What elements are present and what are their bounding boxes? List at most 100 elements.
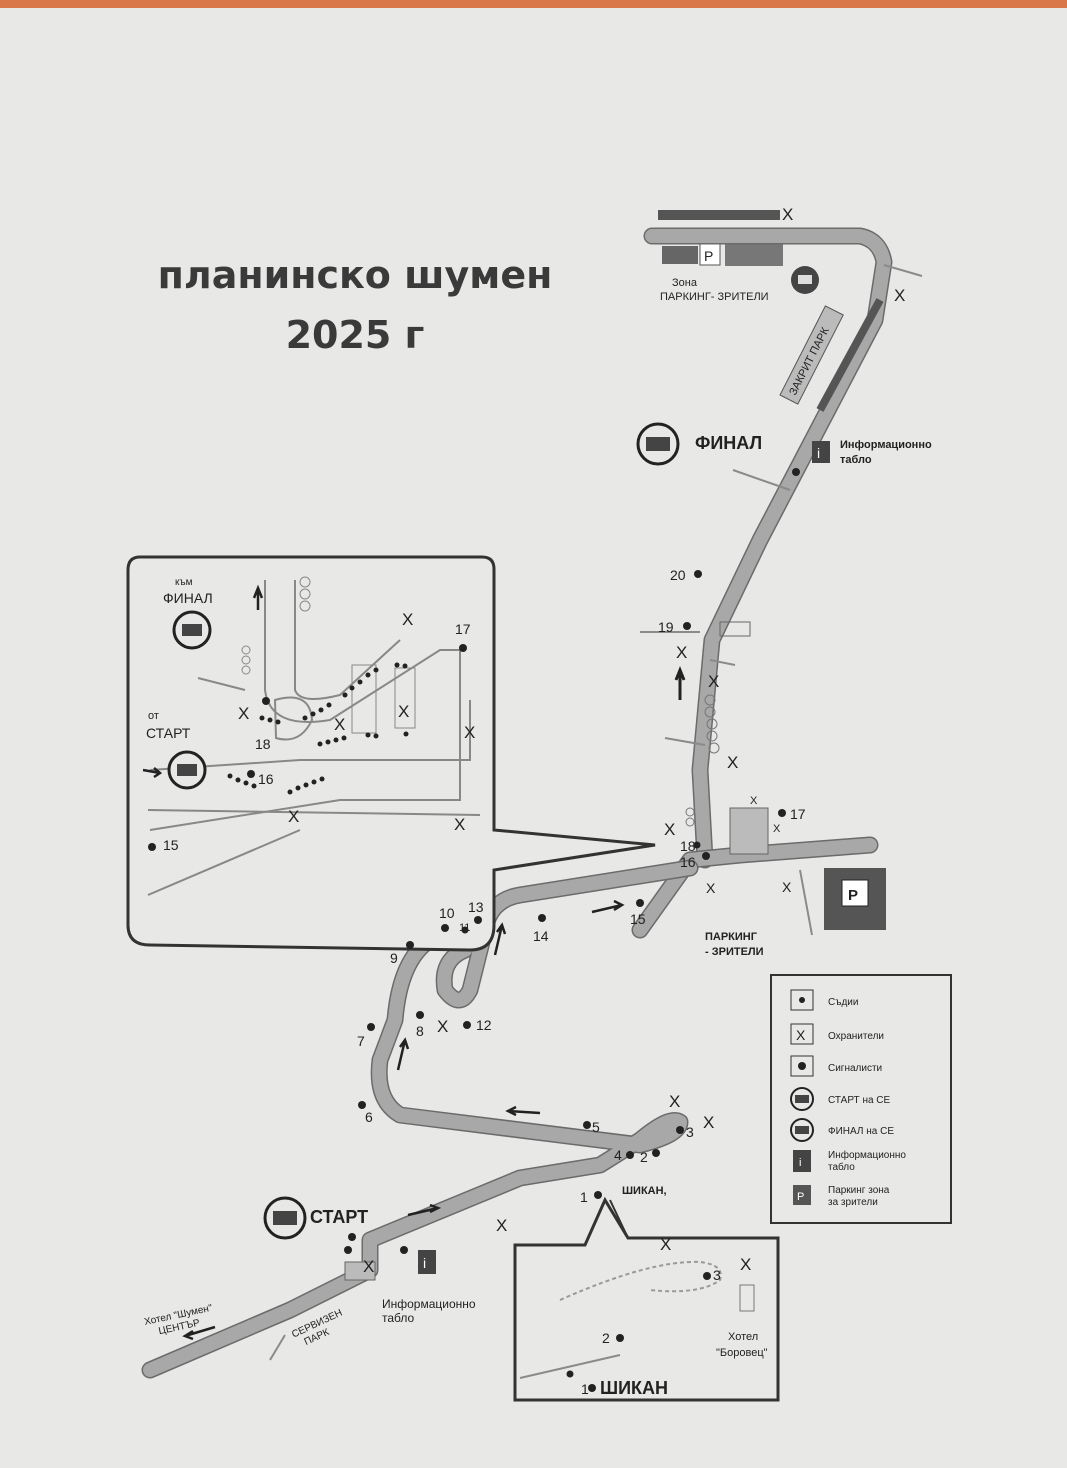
- signal-dot-6: [358, 1101, 366, 1109]
- inset-from-start-line2: СТАРТ: [146, 725, 191, 741]
- service-road: [269, 1334, 286, 1361]
- inset-point-17: 17: [455, 621, 471, 637]
- inset-from-start-line1: от: [148, 710, 159, 722]
- parking-zone-line2: ПАРКИНГ- ЗРИТЕЛИ: [660, 291, 769, 303]
- chicane-building: [739, 1284, 755, 1312]
- legend: Съдии X Охранители Сигналисти СТАРТ на С…: [770, 974, 952, 1224]
- hotel-borovets-line2: "Боровец": [716, 1347, 768, 1359]
- inset-signal-16: [247, 770, 255, 778]
- info-letter-top: i: [817, 445, 820, 461]
- inset-guard-3: X: [334, 715, 345, 734]
- point-8: 8: [416, 1023, 424, 1039]
- chicane-small-label: ШИКАН,: [622, 1185, 667, 1197]
- chicane-signal-1: [588, 1384, 596, 1392]
- legend-info-letter: i: [799, 1157, 801, 1169]
- guard-3b: X: [703, 1113, 714, 1132]
- info-letter-start: i: [423, 1255, 426, 1271]
- junction-road: [633, 838, 877, 937]
- inset-signal-17: [459, 644, 467, 652]
- signal-dot-15: [636, 899, 644, 907]
- judge-icon-start-1: [348, 1233, 356, 1241]
- info-board-top-line2: табло: [840, 454, 872, 466]
- info-board-icon-start: [418, 1250, 436, 1274]
- inset-building-1: [351, 664, 377, 734]
- point-17: 17: [790, 806, 806, 822]
- guard-junction-3: X: [782, 879, 792, 895]
- signal-dot-5: [583, 1121, 591, 1129]
- inset-point-16: 16: [258, 771, 274, 787]
- start-flag-shape: [273, 1211, 297, 1225]
- signal-dot-11: [461, 926, 469, 934]
- inset-guard-5: X: [464, 723, 475, 742]
- inset-guard-1: X: [402, 610, 413, 629]
- signal-dot-3: [676, 1126, 684, 1134]
- legend-start-flag-shape: [795, 1095, 809, 1103]
- point-15: 15: [630, 911, 646, 927]
- marshal-points: 1 2 3 4 5 6 7 8 9 10 11 12 13 1: [357, 567, 806, 1205]
- legend-info-line2: табло: [828, 1161, 855, 1173]
- inset-arrow-right: [142, 767, 163, 779]
- signal-dot-19: [683, 622, 691, 630]
- chicane-point-3: 3: [713, 1267, 721, 1283]
- stage-road: [143, 861, 697, 1377]
- parking-access: [799, 869, 813, 936]
- point-13: 13: [468, 899, 484, 915]
- side-road-left: [664, 737, 706, 746]
- chicane-signal-3: [703, 1272, 711, 1280]
- point-9: 9: [390, 950, 398, 966]
- point-6: 6: [365, 1109, 373, 1125]
- point-11: 11: [459, 922, 470, 934]
- legend-parking-line2: за зрители: [828, 1197, 878, 1208]
- side-road-ne: [883, 264, 923, 277]
- junction-building: [729, 807, 769, 855]
- info-board-icon: [793, 1150, 811, 1172]
- top-building: [658, 210, 780, 220]
- legend-start: СТАРТ на СЕ: [828, 1095, 891, 1106]
- legend-judge-box: [790, 989, 814, 1011]
- guard-19: X: [676, 643, 687, 662]
- inset-to-finish-line2: ФИНАЛ: [163, 590, 213, 606]
- inset-guard-2: X: [238, 704, 249, 723]
- legend-judges: Съдии: [828, 997, 858, 1008]
- inset-road-outline-3: [147, 677, 481, 896]
- signal-dot-14: [538, 914, 546, 922]
- legend-finish-flag-shape: [795, 1126, 809, 1134]
- road-finish-section: [645, 229, 891, 867]
- signal-marshal-icon: [798, 1062, 806, 1070]
- chicane-path: [559, 1260, 722, 1301]
- parking-icon: [793, 1185, 811, 1205]
- closed-park-block: [779, 305, 844, 405]
- parking-letter-main: P: [848, 887, 858, 904]
- finish-line-road: [732, 469, 791, 491]
- finish-marker: ФИНАЛ i Информационно табло: [636, 422, 932, 491]
- inset-callout-bottom: [493, 844, 656, 871]
- inset-signal-15: [148, 843, 156, 851]
- judge-icon: [799, 997, 805, 1003]
- info-board-top-line1: Информационно: [840, 439, 932, 451]
- chicane-inset: 2 3 1 ШИКАН X X Хотел "Боровец": [513, 1196, 780, 1402]
- guard-icon: X: [796, 1027, 806, 1043]
- signal-dot-18: [693, 841, 701, 849]
- legend-parking-line1: Паркинг зона: [828, 1185, 890, 1196]
- signal-dot-8: [416, 1011, 424, 1019]
- parking-letter-top: P: [704, 248, 713, 264]
- title-line-1: планинско шумен: [157, 253, 553, 297]
- judge-icon-top: [792, 468, 800, 476]
- guard-ne: X: [894, 286, 905, 305]
- signal-post-window: [798, 275, 812, 284]
- guards-main: X X X X X X X X X X X X X X X: [363, 205, 905, 1276]
- finish-label: ФИНАЛ: [695, 433, 762, 453]
- guard-top: X: [782, 205, 793, 224]
- point-19: 19: [658, 619, 674, 635]
- point-18: 18: [680, 838, 696, 854]
- direction-arrow-north: [674, 665, 686, 700]
- inset-guard-6: X: [288, 807, 299, 826]
- hotel-shumen: Хотел "Шумен" ЦЕНТЪР: [143, 1303, 214, 1338]
- inset-guard-7: X: [454, 815, 465, 834]
- direction-arrows: [182, 899, 625, 1341]
- signal-dot-13: [474, 916, 482, 924]
- parking-zone-line1: Зона: [672, 277, 698, 289]
- chicane-road: [519, 1354, 621, 1379]
- start-label: СТАРТ: [310, 1207, 368, 1227]
